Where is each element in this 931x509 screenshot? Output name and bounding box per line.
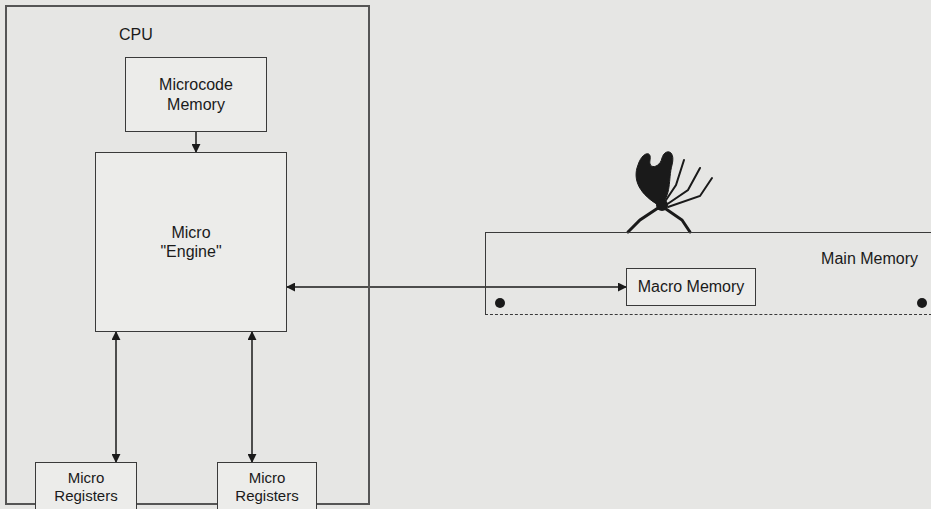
node-label: CPU [119,25,153,44]
micro-registers-box: Micro Registers [35,462,137,509]
micro-registers-box: Micro Registers [217,462,317,509]
node-label: Macro Memory [638,277,745,296]
data-path-arrow [287,286,626,288]
data-path-arrow [115,332,117,462]
macro-memory-box: Macro Memory [626,268,756,306]
microcode-memory-box: Microcode Memory [125,57,267,132]
micro-engine-box: Micro "Engine" [95,152,287,332]
node-label: Micro Registers [227,469,307,505]
memory-dot [495,298,505,308]
memory-dot [917,298,927,308]
creature-figure [628,152,712,232]
node-label: Micro "Engine" [156,223,226,261]
node-label: Microcode Memory [146,75,246,113]
cpu-box: CPU Microcode MemoryMicro "Engine" Micro R… [5,5,370,505]
node-label: Micro Registers [46,469,126,505]
node-label: Main Memory [821,249,918,268]
main-memory-band: Main MemoryMacro Memory [485,232,931,315]
data-path-arrow [195,132,197,152]
data-path-arrow [251,332,253,462]
